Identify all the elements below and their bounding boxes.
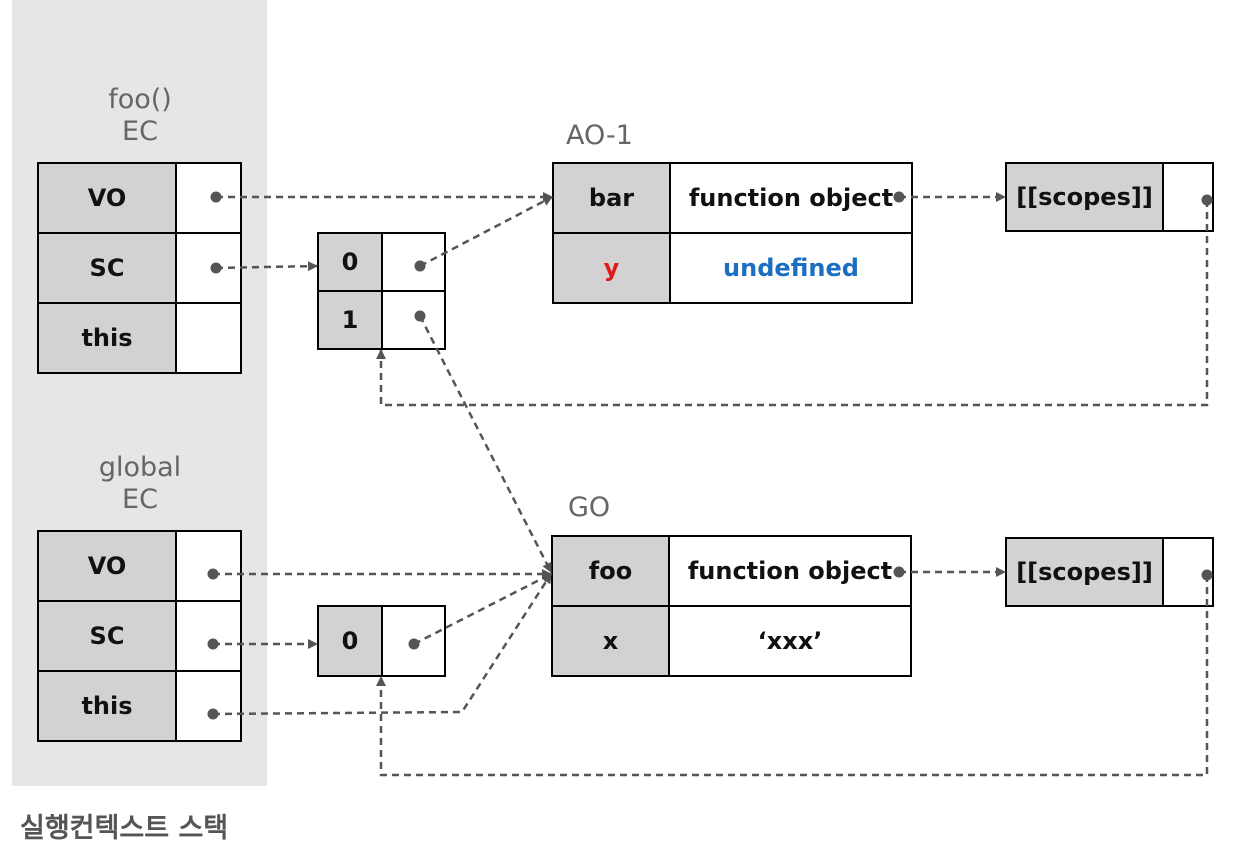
ao1-table: bar function object y undefined [552, 162, 913, 304]
global-ec-sc-dot [207, 638, 219, 650]
global-ec-table: VO SC this [37, 530, 242, 742]
bar-function-object-table: [[scopes]] [1005, 162, 1214, 232]
go-x-value: ‘xxx’ [668, 605, 912, 677]
global-ec-vo-pointer [175, 530, 242, 602]
arrow-global-scope-0-to-go [413, 572, 552, 646]
global-scope-0-dot [408, 638, 420, 650]
go-x-key: x [551, 605, 670, 677]
ao1-bar-key: bar [552, 162, 671, 234]
ao1-label: AO-1 [566, 120, 633, 151]
global-ec-vo-dot [207, 568, 219, 580]
foo-function-dot [893, 566, 905, 578]
global-ec-title-line1: global [98, 452, 182, 483]
foo-scope-chain-index-0: 0 [317, 232, 383, 292]
arrow-foo-sc-to-scope-chain [215, 261, 318, 272]
foo-ec-vo-key: VO [37, 162, 177, 234]
bar-scopes-key: [[scopes]] [1005, 162, 1164, 232]
foo-scope-chain-pointer-0 [381, 232, 446, 292]
foo-scope-chain-pointer-1 [381, 290, 446, 350]
foo-ec-title: foo() EC [40, 84, 240, 148]
go-table: foo function object x ‘xxx’ [551, 535, 912, 677]
arrow-bar-scopes-to-foo-scope-chain [376, 200, 1209, 407]
arrow-scope-1-to-go [418, 315, 553, 573]
bar-function-dot [893, 191, 905, 203]
execution-context-stack-label: 실행컨텍스트 스택 [20, 813, 229, 844]
global-ec-title-line2: EC [122, 484, 158, 515]
global-ec-title: global EC [40, 452, 240, 516]
foo-ec-title-line1: foo() [108, 84, 172, 115]
global-ec-sc-pointer [175, 600, 242, 672]
foo-scope-0-dot [414, 260, 426, 272]
foo-scope-1-dot [414, 310, 426, 322]
ao1-y-value: undefined [669, 232, 913, 304]
bar-scopes-dot [1201, 194, 1213, 206]
foo-scope-chain-index-1: 1 [317, 290, 383, 350]
foo-ec-sc-dot [210, 262, 222, 274]
global-ec-sc-key: SC [37, 600, 177, 672]
global-ec-this-pointer [175, 670, 242, 742]
foo-ec-vo-dot [210, 191, 222, 203]
foo-ec-sc-key: SC [37, 232, 177, 304]
arrow-foo-scopes-to-global-scope-chain [376, 575, 1209, 777]
global-scope-chain-index-0: 0 [317, 605, 383, 677]
go-foo-key: foo [551, 535, 670, 607]
foo-function-object-table: [[scopes]] [1005, 537, 1214, 607]
foo-ec-title-line2: EC [122, 116, 158, 147]
go-foo-value: function object [668, 535, 912, 607]
global-ec-this-dot [207, 708, 219, 720]
foo-scopes-dot [1201, 569, 1213, 581]
arrow-scope-0-to-ao1 [419, 195, 553, 268]
foo-ec-this-key: this [37, 302, 177, 374]
global-ec-this-key: this [37, 670, 177, 742]
ao1-bar-value: function object [669, 162, 913, 234]
foo-scope-chain-table: 0 1 [317, 232, 446, 350]
global-ec-vo-key: VO [37, 530, 177, 602]
foo-scopes-key: [[scopes]] [1005, 537, 1164, 607]
ao1-y-key: y [552, 232, 671, 304]
go-label: GO [568, 492, 611, 523]
foo-ec-this-value [175, 302, 242, 374]
